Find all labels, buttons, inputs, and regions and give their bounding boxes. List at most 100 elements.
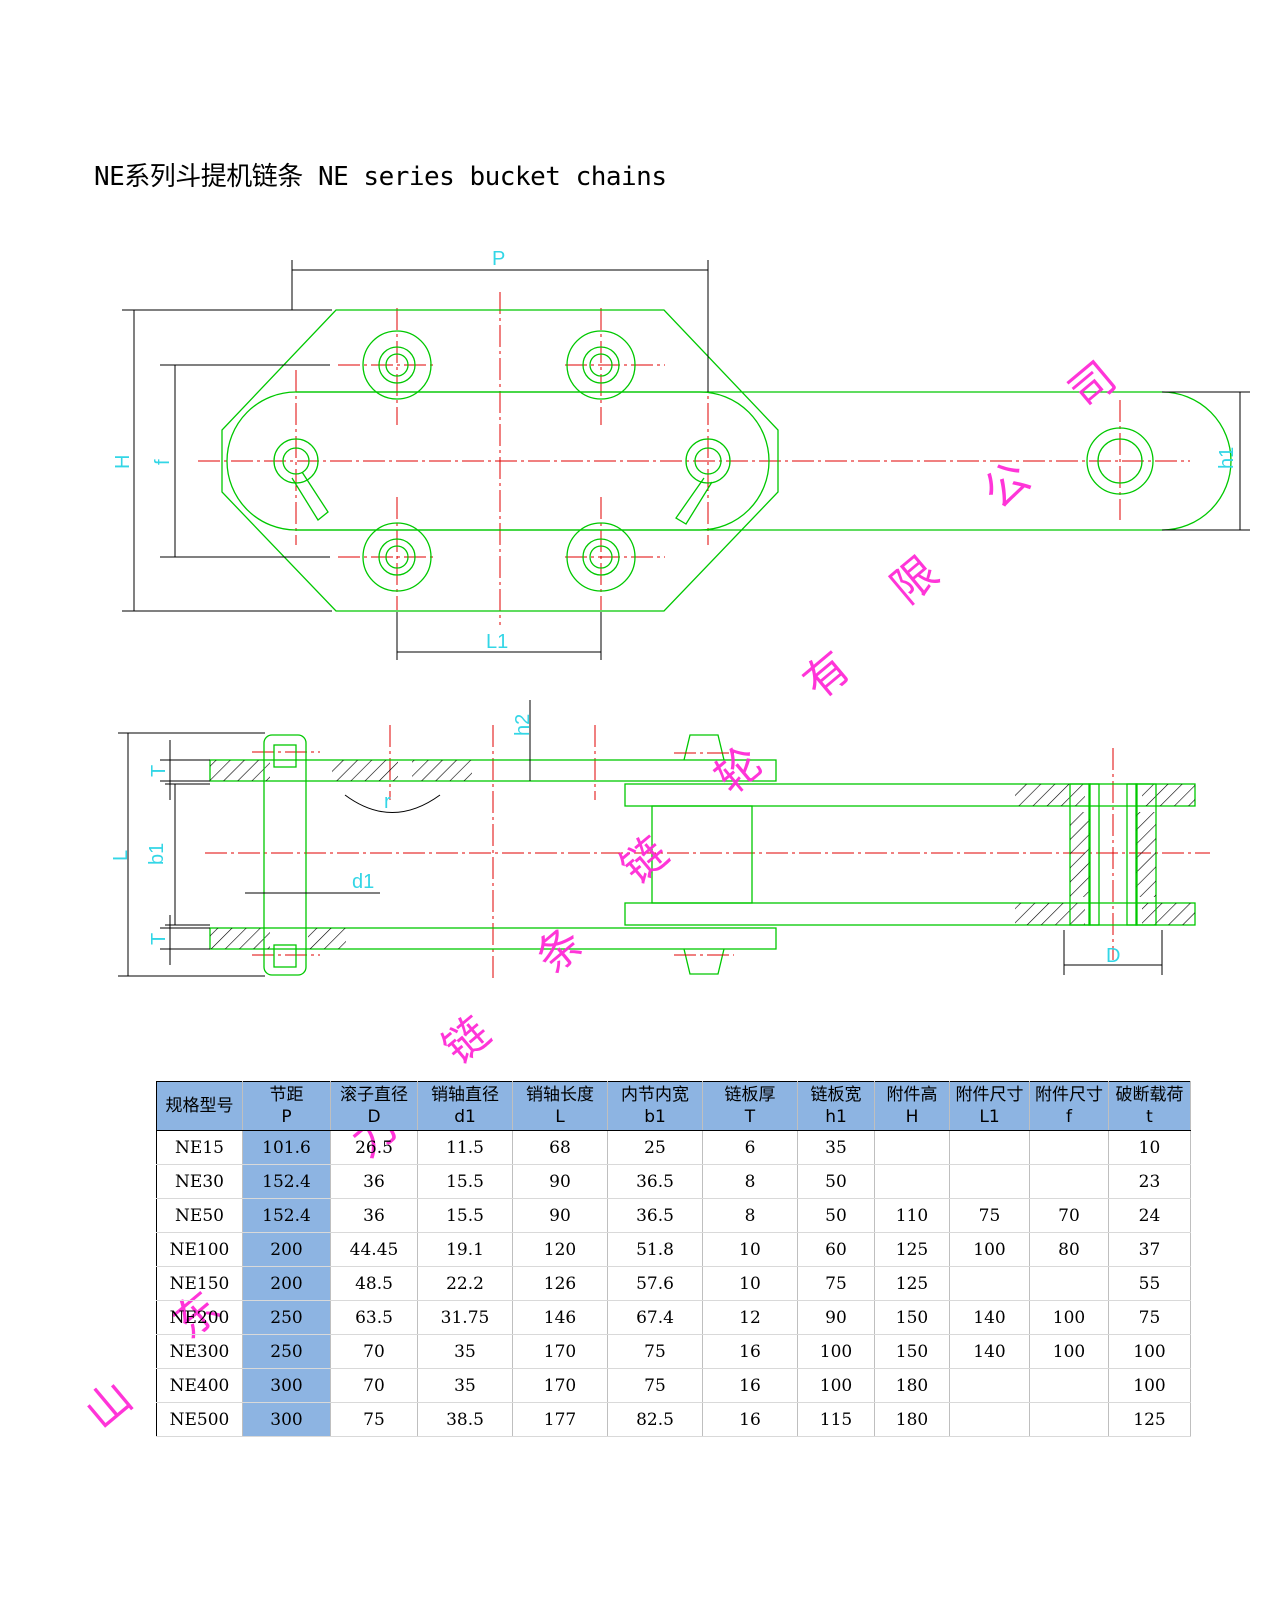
table-cell: 23 <box>1108 1164 1191 1199</box>
table-cell: 75 <box>797 1266 875 1301</box>
table-cell <box>949 1266 1030 1301</box>
table-cell: 67.4 <box>607 1300 703 1335</box>
table-cell: NE400 <box>156 1368 243 1403</box>
table-cell: 10 <box>1108 1130 1191 1165</box>
table-cell: 31.75 <box>417 1300 513 1335</box>
table-cell: 24 <box>1108 1198 1191 1233</box>
table-cell: 22.2 <box>417 1266 513 1301</box>
table-cell: 177 <box>512 1402 608 1437</box>
table-cell: 250 <box>242 1334 331 1369</box>
dim-label-f: f <box>152 459 174 465</box>
table-cell: 36.5 <box>607 1198 703 1233</box>
top-view: P H f h1 L1 <box>112 248 1250 660</box>
table-cell: 50 <box>797 1164 875 1199</box>
table-cell: 10 <box>702 1266 798 1301</box>
table-cell: 35 <box>417 1368 513 1403</box>
table-cell: 90 <box>512 1164 608 1199</box>
dim-label-r: r <box>384 791 391 813</box>
table-cell <box>874 1130 950 1165</box>
dim-label-b1: b1 <box>146 843 168 865</box>
table-cell: 50 <box>797 1198 875 1233</box>
dim-label-t-top: T <box>148 765 170 777</box>
table-cell: 200 <box>242 1232 331 1267</box>
table-cell: 300 <box>242 1368 331 1403</box>
chain-drawing: P H f h1 L1 <box>110 248 1250 980</box>
dim-label-d: D <box>1106 945 1120 967</box>
table-cell: 75 <box>607 1368 703 1403</box>
table-cell: 80 <box>1029 1232 1109 1267</box>
table-cell: 152.4 <box>242 1164 331 1199</box>
table-cell: 75 <box>949 1198 1030 1233</box>
dim-label-p: P <box>492 248 505 270</box>
table-cell: 101.6 <box>242 1130 331 1165</box>
dim-label-h1: h1 <box>1216 447 1238 469</box>
table-cell: 180 <box>874 1368 950 1403</box>
table-cell: 15.5 <box>417 1164 513 1199</box>
table-cell: 200 <box>242 1266 331 1301</box>
table-cell: 10 <box>702 1232 798 1267</box>
table-cell: 15.5 <box>417 1198 513 1233</box>
table-cell: 140 <box>949 1334 1030 1369</box>
table-cell <box>1029 1368 1109 1403</box>
table-cell <box>949 1368 1030 1403</box>
table-cell: 150 <box>874 1334 950 1369</box>
table-cell: 75 <box>330 1402 418 1437</box>
table-cell: 115 <box>797 1402 875 1437</box>
dim-label-l: L <box>110 850 132 861</box>
table-cell: 8 <box>702 1198 798 1233</box>
table-cell: NE15 <box>156 1130 243 1165</box>
table-cell: NE500 <box>156 1402 243 1437</box>
table-cell: 82.5 <box>607 1402 703 1437</box>
table-cell: 100 <box>797 1368 875 1403</box>
table-cell: 125 <box>874 1232 950 1267</box>
table-cell <box>1029 1402 1109 1437</box>
table-cell: 36 <box>330 1198 418 1233</box>
header-model: 规格型号 <box>156 1081 243 1131</box>
table-cell: 68 <box>512 1130 608 1165</box>
table-cell: 11.5 <box>417 1130 513 1165</box>
table-cell: 60 <box>797 1232 875 1267</box>
table-cell: 250 <box>242 1300 331 1335</box>
table-cell: 120 <box>512 1232 608 1267</box>
table-cell: 36 <box>330 1164 418 1199</box>
table-cell: 146 <box>512 1300 608 1335</box>
table-cell: 57.6 <box>607 1266 703 1301</box>
table-cell: 36.5 <box>607 1164 703 1199</box>
dim-label-t-bottom: T <box>148 933 170 945</box>
table-cell: 152.4 <box>242 1198 331 1233</box>
table-cell: 8 <box>702 1164 798 1199</box>
dim-label-d1: d1 <box>352 871 374 893</box>
table-cell: NE300 <box>156 1334 243 1369</box>
page-title: NE系列斗提机链条 NE series bucket chains <box>94 162 667 192</box>
table-cell: 75 <box>1108 1300 1191 1335</box>
table-cell: 170 <box>512 1368 608 1403</box>
table-cell: NE30 <box>156 1164 243 1199</box>
side-view: L T b1 T d1 h2 r D <box>110 700 1210 980</box>
table-cell: 16 <box>702 1402 798 1437</box>
dim-label-h: H <box>112 455 134 469</box>
table-cell: 48.5 <box>330 1266 418 1301</box>
table-cell: 38.5 <box>417 1402 513 1437</box>
table-cell: 126 <box>512 1266 608 1301</box>
table-cell: 25 <box>607 1130 703 1165</box>
table-cell: 12 <box>702 1300 798 1335</box>
table-cell: 35 <box>417 1334 513 1369</box>
table-cell: 125 <box>1108 1402 1191 1437</box>
table-cell: 37 <box>1108 1232 1191 1267</box>
